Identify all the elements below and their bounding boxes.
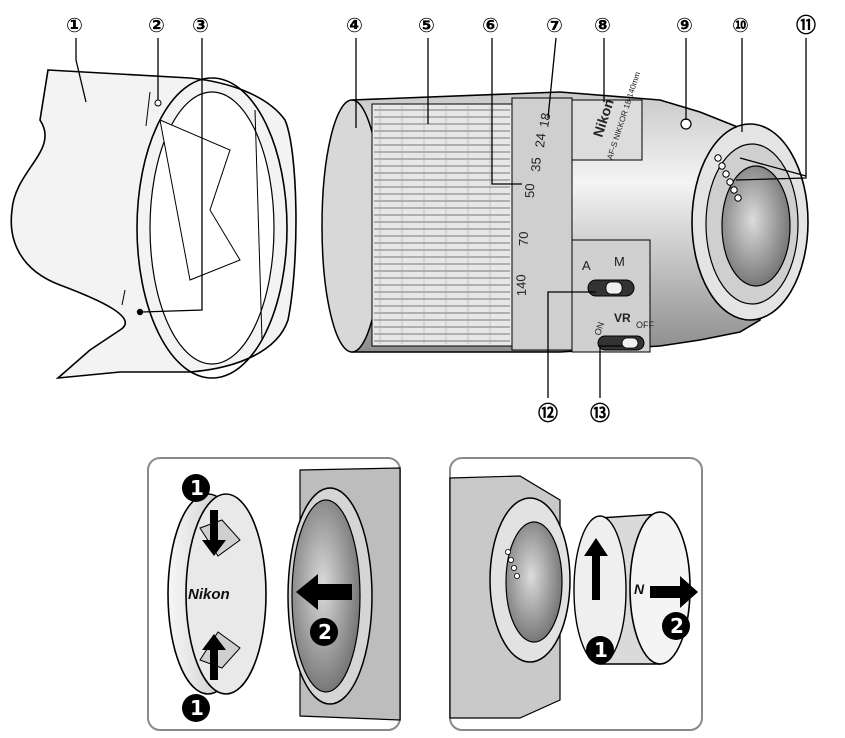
callout-5: ⑤ <box>418 13 435 37</box>
focal-mark-24: 24 <box>532 132 548 148</box>
rear-cap-panel: N 1 2 <box>449 457 703 731</box>
rear-cap-brand: N <box>634 581 645 597</box>
rear-step-2: 2 <box>670 614 684 638</box>
vr-off-label: OFF <box>636 320 654 330</box>
callout-13: ⑬ <box>590 401 610 425</box>
front-step-1-bottom: 1 <box>190 696 204 720</box>
leader-3 <box>141 38 203 313</box>
callout-7: ⑦ <box>546 13 563 37</box>
leader-12 <box>547 291 596 398</box>
lens-body: Nikon AF-S NIKKOR 18-140mm 18 24 35 50 7… <box>321 70 809 353</box>
callout-3: ③ <box>192 13 209 37</box>
leader-6 <box>491 38 522 185</box>
rear-step-1: 1 <box>594 638 608 662</box>
callout-10: ⑩ <box>732 13 749 37</box>
leader-7 <box>547 37 557 119</box>
focal-mark-140: 140 <box>513 274 529 296</box>
leader-13 <box>599 345 622 398</box>
front-step-1-top: 1 <box>190 476 204 500</box>
front-cap-panel: Nikon 1 1 2 <box>147 457 401 731</box>
focal-mark-50: 50 <box>522 183 537 198</box>
callout-11: ⑪ <box>796 13 816 37</box>
lens-hood <box>10 69 297 380</box>
cpu-contacts <box>714 154 742 202</box>
leader-11 <box>735 38 807 181</box>
switch-label-m: M <box>614 254 625 269</box>
callout-8: ⑧ <box>594 13 611 37</box>
callout-leader-lines <box>75 37 807 398</box>
leader-1 <box>75 38 87 103</box>
callout-1: ① <box>66 13 83 37</box>
front-cap-brand: Nikon <box>188 586 230 603</box>
callout-numbers: ① ② ③ ④ ⑤ ⑥ ⑦ ⑧ ⑨ ⑩ ⑪ ⑫ ⑬ <box>66 13 816 425</box>
zoom-ring-ribs <box>374 106 510 344</box>
vr-title: VR <box>614 311 631 325</box>
rear-contacts <box>504 549 521 580</box>
focal-mark-18: 18 <box>536 112 553 129</box>
callout-12: ⑫ <box>538 401 558 425</box>
callout-6: ⑥ <box>482 13 499 37</box>
front-step-2: 2 <box>318 620 332 644</box>
callout-2: ② <box>148 13 165 37</box>
focal-mark-70: 70 <box>516 232 531 246</box>
callout-4: ④ <box>346 13 363 37</box>
callout-9: ⑨ <box>676 13 693 37</box>
switch-label-a: A <box>582 258 591 273</box>
vr-on-label: ON <box>592 321 606 337</box>
focal-mark-35: 35 <box>528 157 544 172</box>
